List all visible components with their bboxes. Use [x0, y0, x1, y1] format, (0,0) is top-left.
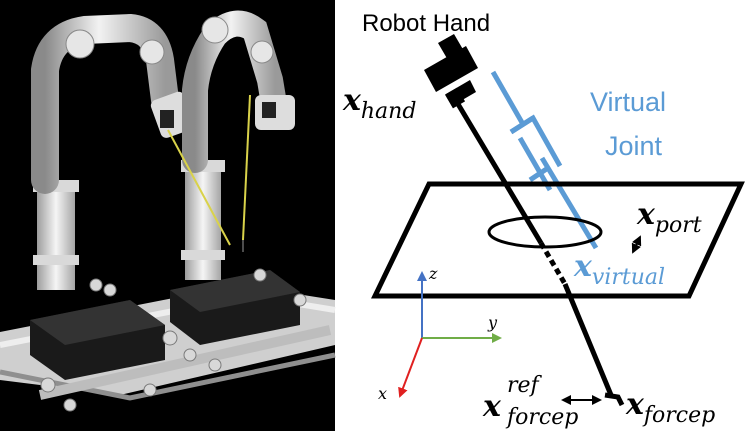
- virtual-joint: [490, 70, 599, 250]
- robot-hand-label: Robot Hand: [362, 10, 490, 37]
- x-port-label: xport: [636, 197, 702, 238]
- virtual-label-line1: Virtual: [590, 87, 666, 117]
- robot-arms-scene-image: [0, 0, 336, 431]
- axis-z-label: z: [428, 264, 438, 283]
- virtual-label-line2: Joint: [605, 131, 663, 161]
- port-double-arrow: [631, 235, 642, 254]
- coordinate-frame: z y x: [378, 264, 502, 403]
- forcep-shaft: [455, 102, 625, 407]
- x-forcep-ref-sub: forcep: [505, 405, 578, 430]
- x-forcep-ref-sup: ref: [507, 373, 543, 398]
- axis-y-label: y: [487, 313, 498, 332]
- x-virtual-label: xvirtual: [573, 249, 665, 290]
- x-forcep-ref-label: x: [482, 389, 502, 424]
- x-forcep-label: xforcep: [625, 387, 715, 428]
- axis-x-label: x: [378, 384, 387, 403]
- port-plane: [371, 181, 745, 299]
- x-hand-label: xhand: [342, 83, 416, 124]
- diagram: Robot Hand Virtual Joint: [342, 10, 745, 430]
- robot-hand-block: [424, 34, 478, 109]
